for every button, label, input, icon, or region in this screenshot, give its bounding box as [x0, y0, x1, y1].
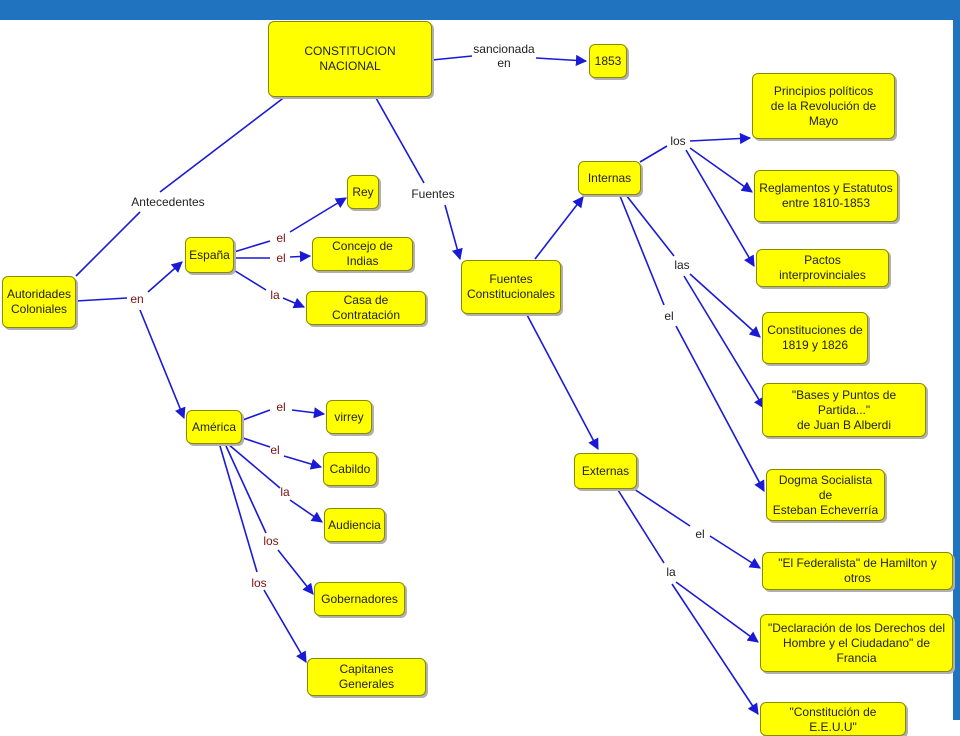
link-arrow: [709, 535, 761, 569]
link-arrow: [263, 589, 307, 663]
node-reglamentos-estatutos[interactable]: Reglamentos y Estatutos entre 1810-1853: [754, 170, 898, 222]
header-bar: [0, 0, 960, 20]
node-gobernadores[interactable]: Gobernadores: [314, 582, 405, 616]
node-declaracion-derechos[interactable]: "Declaración de los Derechos del Hombre …: [760, 614, 953, 672]
link-label-el-externas: el: [695, 527, 705, 541]
link-arrow: [282, 297, 306, 309]
link-line: [225, 445, 267, 534]
link-arrow: [685, 149, 755, 267]
node-autoridades-coloniales[interactable]: Autoridades Coloniales: [2, 276, 76, 328]
link-label-las-internas: las: [674, 258, 690, 272]
node-capitanes-generales[interactable]: Capitanes Generales: [307, 658, 426, 696]
link-line: [375, 97, 425, 184]
node-internas[interactable]: Internas: [578, 161, 641, 195]
link-label-el-concejo: el: [276, 251, 286, 265]
link-label-la-audiencia: la: [280, 485, 290, 499]
node-concejo-de-indias[interactable]: Concejo de Indias: [312, 237, 413, 271]
link-line: [219, 445, 258, 573]
node-espana[interactable]: España: [185, 237, 234, 273]
link-arrow: [689, 147, 753, 193]
link-label-la-casa: la: [270, 288, 280, 302]
link-arrow: [444, 204, 463, 261]
link-arrow: [675, 325, 765, 492]
link-line: [75, 211, 141, 277]
link-arrow: [534, 196, 584, 260]
node-virrey[interactable]: virrey: [326, 400, 372, 434]
link-arrow: [689, 132, 752, 145]
link-arrow: [683, 275, 765, 409]
node-rey[interactable]: Rey: [347, 175, 379, 209]
node-pactos-interprovinciales[interactable]: Pactos interprovinciales: [756, 249, 889, 287]
node-externas[interactable]: Externas: [574, 453, 637, 489]
link-arrow: [289, 197, 347, 233]
link-label-en: en: [130, 292, 144, 306]
link-line: [75, 297, 128, 302]
link-line: [233, 240, 271, 253]
node-fuentes-constitucionales[interactable]: Fuentes Constitucionales: [461, 260, 561, 314]
node-america[interactable]: América: [186, 410, 242, 444]
link-arrow: [139, 309, 186, 420]
link-label-los-capitanes: los: [251, 576, 267, 590]
node-bases-y-puntos[interactable]: "Bases y Puntos de Partida..." de Juan B…: [762, 383, 926, 437]
link-arrow: [689, 273, 761, 338]
node-cabildo[interactable]: Cabildo: [323, 452, 377, 486]
link-arrow: [289, 250, 312, 263]
link-arrow: [289, 499, 323, 523]
node-constitucion-nacional[interactable]: CONSTITUCION NACIONAL: [268, 21, 432, 97]
link-line: [227, 443, 281, 489]
node-year-1853[interactable]: 1853: [589, 44, 627, 78]
link-line: [639, 145, 668, 163]
concept-links: [75, 54, 765, 715]
link-label-la-externas: la: [666, 565, 676, 579]
link-label-el-internas: el: [664, 309, 674, 323]
link-arrow: [283, 455, 323, 470]
link-arrow: [147, 261, 183, 293]
node-casa-de-contratacion[interactable]: Casa de Contratación: [306, 291, 426, 325]
link-line: [239, 409, 271, 422]
link-line: [231, 268, 267, 291]
link-line: [633, 488, 691, 527]
link-line: [625, 194, 675, 257]
link-label-el-rey: el: [276, 231, 286, 245]
link-line: [619, 195, 665, 306]
link-label-el-virrey: el: [276, 400, 286, 414]
link-arrow: [277, 549, 314, 595]
node-principios-politicos[interactable]: Principios políticos de la Revolución de…: [752, 73, 895, 139]
node-constitucion-eeuu[interactable]: "Constitución de E.E.U.U": [760, 702, 906, 736]
link-line: [431, 55, 473, 61]
link-label-antecedentes: Antecedentes: [131, 195, 205, 209]
link-label-los-gobernadores: los: [263, 534, 279, 548]
node-el-federalista[interactable]: "El Federalista" de Hamilton y otros: [762, 552, 953, 590]
node-dogma-socialista[interactable]: Dogma Socialista de Esteban Echeverría: [766, 469, 885, 521]
link-line: [159, 95, 287, 193]
link-line: [239, 436, 271, 448]
link-line: [617, 489, 665, 564]
node-constituciones-1819-1826[interactable]: Constituciones de 1819 y 1826: [762, 312, 868, 364]
link-arrow: [535, 54, 588, 66]
link-arrow: [291, 407, 326, 419]
link-label-el-cabildo: el: [270, 443, 280, 457]
link-arrow: [675, 581, 759, 643]
link-arrow: [671, 583, 759, 715]
link-arrow: [525, 312, 599, 450]
link-label-fuentes: Fuentes: [411, 187, 455, 201]
link-label-los-internas: los: [670, 134, 686, 148]
link-label-sancionada: sancionada en: [473, 42, 535, 70]
node-audiencia[interactable]: Audiencia: [324, 508, 385, 542]
right-edge-bar: [953, 20, 960, 720]
